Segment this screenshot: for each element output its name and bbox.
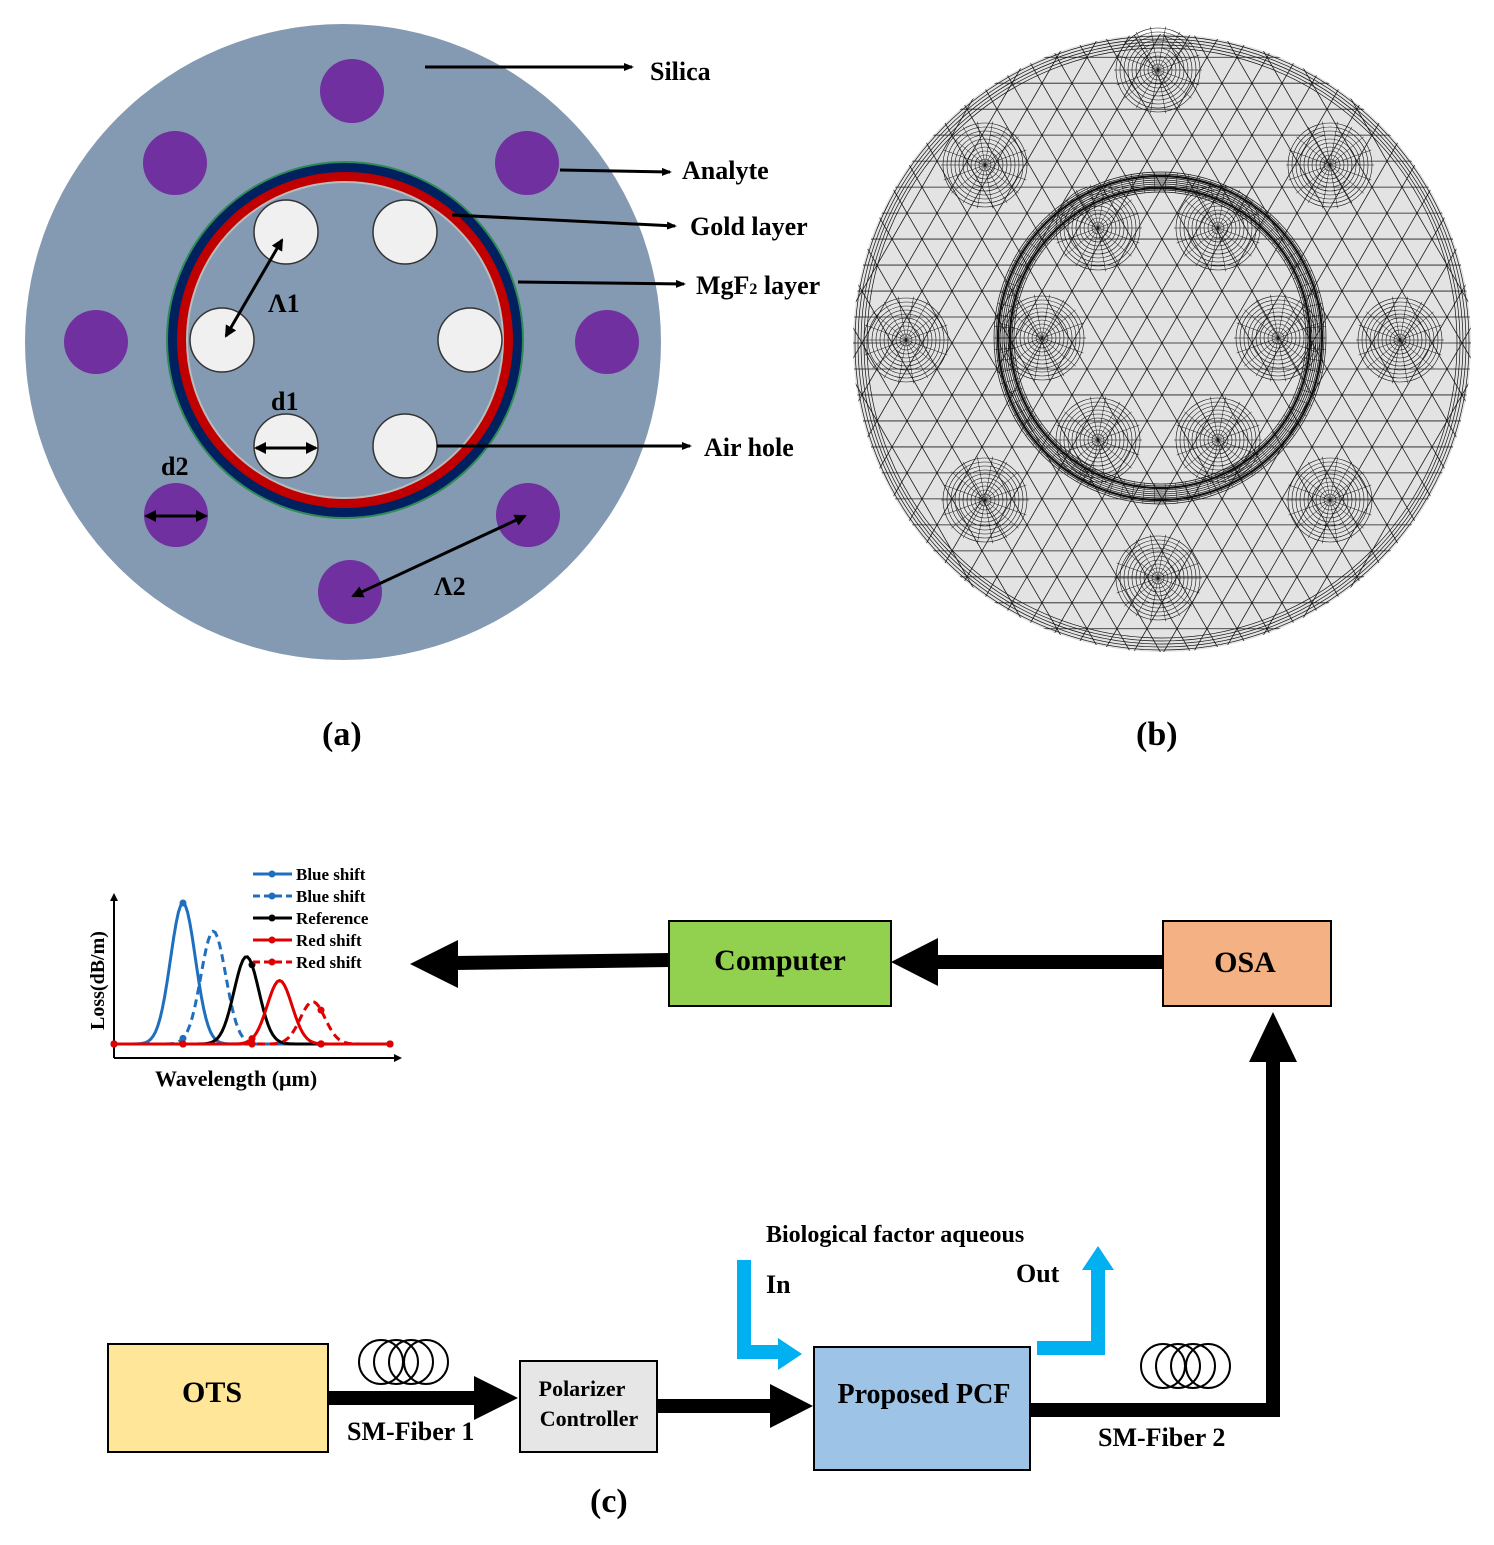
analyte-hole xyxy=(143,131,207,195)
fiber-coil-1-icon xyxy=(358,1339,449,1385)
chart-point xyxy=(386,1040,394,1048)
gold-layer-label: Gold layer xyxy=(690,212,808,241)
computer-block xyxy=(668,920,892,1007)
analyte-pointer xyxy=(559,167,672,176)
pcf-label: Proposed PCF xyxy=(838,1379,1011,1410)
pcf-block xyxy=(813,1346,1031,1471)
flow-out-label: Out xyxy=(1016,1259,1060,1288)
analyte-hole xyxy=(575,310,639,374)
caption-c: (c) xyxy=(590,1483,628,1520)
chart-point xyxy=(317,1040,325,1048)
legend-marker xyxy=(268,914,276,922)
analyte-label: Analyte xyxy=(682,156,769,185)
air-hole xyxy=(437,307,503,373)
legend-label: Red shift xyxy=(296,953,362,972)
chart-point xyxy=(248,1040,256,1048)
panel-a: Λ1 d1 d2 Λ2 Silica Analyte Gold layer Mg… xyxy=(25,24,820,753)
fiber2-label: SM-Fiber 2 xyxy=(1098,1423,1225,1452)
mgf2-layer-label: MgF2 layer xyxy=(696,271,820,300)
fem-mesh xyxy=(853,26,1471,652)
osa-to-computer-arrowhead xyxy=(891,938,938,986)
ots-block xyxy=(107,1343,329,1453)
fiber-coil-2-icon xyxy=(1140,1343,1231,1389)
analyte-hole xyxy=(496,483,560,547)
analyte-hole xyxy=(318,560,382,624)
air-hole xyxy=(372,413,438,479)
analyte-hole xyxy=(495,131,559,195)
air-hole xyxy=(253,413,319,479)
d2-label: d2 xyxy=(161,452,188,481)
chart-point xyxy=(248,1035,256,1043)
computer-to-chart-arrow xyxy=(454,953,671,970)
mesh-refinement xyxy=(854,26,1470,651)
chart-point xyxy=(110,1040,118,1048)
pcf-to-osa-line xyxy=(1030,1060,1280,1417)
lambda1-arrow xyxy=(224,238,284,338)
silica-label: Silica xyxy=(650,57,711,86)
polarizer-label-line2: Controller xyxy=(540,1406,639,1431)
mgf2-pointer xyxy=(517,279,686,288)
caption-b: (b) xyxy=(1136,716,1178,753)
legend-label: Red shift xyxy=(296,931,362,950)
lambda2-label: Λ2 xyxy=(434,572,466,601)
analyte-hole xyxy=(320,59,384,123)
chart-point xyxy=(179,1034,187,1042)
air-hole-label: Air hole xyxy=(704,433,794,462)
lambda2-arrow xyxy=(351,514,527,598)
legend-marker xyxy=(268,870,276,878)
legend-label: Blue shift xyxy=(296,887,366,906)
computer-label: Computer xyxy=(714,944,846,977)
caption-a: (a) xyxy=(322,716,362,753)
flow-in-arrowhead xyxy=(778,1338,802,1370)
computer-to-chart-arrowhead xyxy=(410,940,458,988)
air-hole xyxy=(372,199,438,265)
osa-label: OSA xyxy=(1214,946,1276,979)
lambda1-label: Λ1 xyxy=(268,289,300,318)
polarizer-block xyxy=(519,1360,658,1453)
legend-label: Blue shift xyxy=(296,865,366,884)
pcf-to-osa-arrowhead xyxy=(1249,1012,1297,1062)
flow-in-label: In xyxy=(766,1270,791,1299)
legend-marker xyxy=(268,892,276,900)
analyte-hole xyxy=(64,310,128,374)
legend-label: Reference xyxy=(296,909,369,928)
chart-curves xyxy=(110,899,394,1048)
chart-xlabel: Wavelength (μm) xyxy=(155,1066,317,1091)
polarizer-label-line1: Polarizer xyxy=(539,1376,626,1401)
flow-in-arrow xyxy=(737,1260,782,1359)
chart-ylabel: Loss(dB/m) xyxy=(87,931,109,1030)
fiber1-label: SM-Fiber 1 xyxy=(347,1417,474,1446)
air-hole xyxy=(253,199,319,265)
d1-label: d1 xyxy=(271,387,298,416)
air-hole xyxy=(189,307,255,373)
panel-b: (b) xyxy=(853,26,1471,753)
osa-block xyxy=(1162,920,1332,1007)
legend-marker xyxy=(268,958,276,966)
gold-pointer xyxy=(451,213,677,230)
ots-to-polarizer-arrowhead xyxy=(474,1376,518,1420)
flow-title: Biological factor aqueous xyxy=(766,1222,1024,1248)
legend-marker xyxy=(268,936,276,944)
flow-out-arrow xyxy=(1037,1268,1105,1355)
flow-out-arrowhead xyxy=(1082,1246,1114,1270)
chart-point xyxy=(179,1040,187,1048)
polarizer-to-pcf-arrowhead xyxy=(770,1384,813,1428)
chart-point xyxy=(179,899,187,907)
ots-label: OTS xyxy=(182,1376,242,1409)
chart-point xyxy=(317,1006,325,1014)
